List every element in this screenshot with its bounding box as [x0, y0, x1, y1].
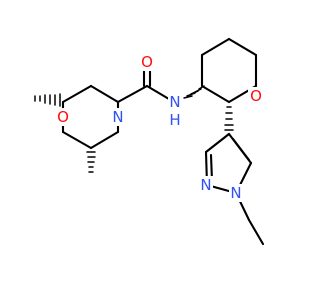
amide-hydrogen-label: H — [169, 111, 180, 129]
bond — [116, 84, 149, 104]
bond — [89, 130, 120, 150]
bond — [89, 84, 120, 104]
hashed-wedge-bond — [183, 85, 205, 99]
atom-amide-nitrogen: N H — [168, 93, 182, 129]
atom-labels: O N H N O O N N — [55, 53, 264, 202]
pyrazole-n1-label: N — [230, 184, 241, 202]
bond — [61, 84, 93, 104]
bond — [247, 218, 265, 246]
atom-pyrazole-n1: N — [229, 184, 243, 202]
hashed-wedge-bond — [86, 151, 96, 173]
morpholine-oxygen-label: O — [57, 108, 69, 126]
bond — [204, 132, 231, 154]
hashed-wedge-bond — [224, 106, 234, 131]
hashed-wedge-bond — [34, 93, 61, 107]
morpholine-nitrogen-label: N — [112, 108, 123, 126]
atom-pyrazole-n2: N — [199, 176, 213, 194]
atom-pyran-oxygen: O — [248, 87, 264, 105]
bond-lines — [61, 37, 265, 246]
stereo-bonds — [34, 85, 234, 173]
carbonyl-oxygen-label: O — [141, 53, 153, 71]
double-bond — [231, 137, 251, 162]
bond — [227, 37, 258, 57]
bond — [61, 130, 93, 150]
pyrazole-n2-label: N — [200, 176, 211, 194]
amide-nitrogen-label: N — [169, 93, 180, 111]
atom-morpholine-oxygen: O — [55, 108, 71, 126]
molecule-structure-diagram: O N H N O O N N — [34, 37, 265, 246]
bond — [200, 84, 231, 104]
pyran-oxygen-label: O — [250, 87, 262, 105]
atom-morpholine-nitrogen: N — [111, 108, 125, 126]
bond — [200, 37, 231, 57]
atom-carbonyl-oxygen: O — [139, 53, 155, 71]
